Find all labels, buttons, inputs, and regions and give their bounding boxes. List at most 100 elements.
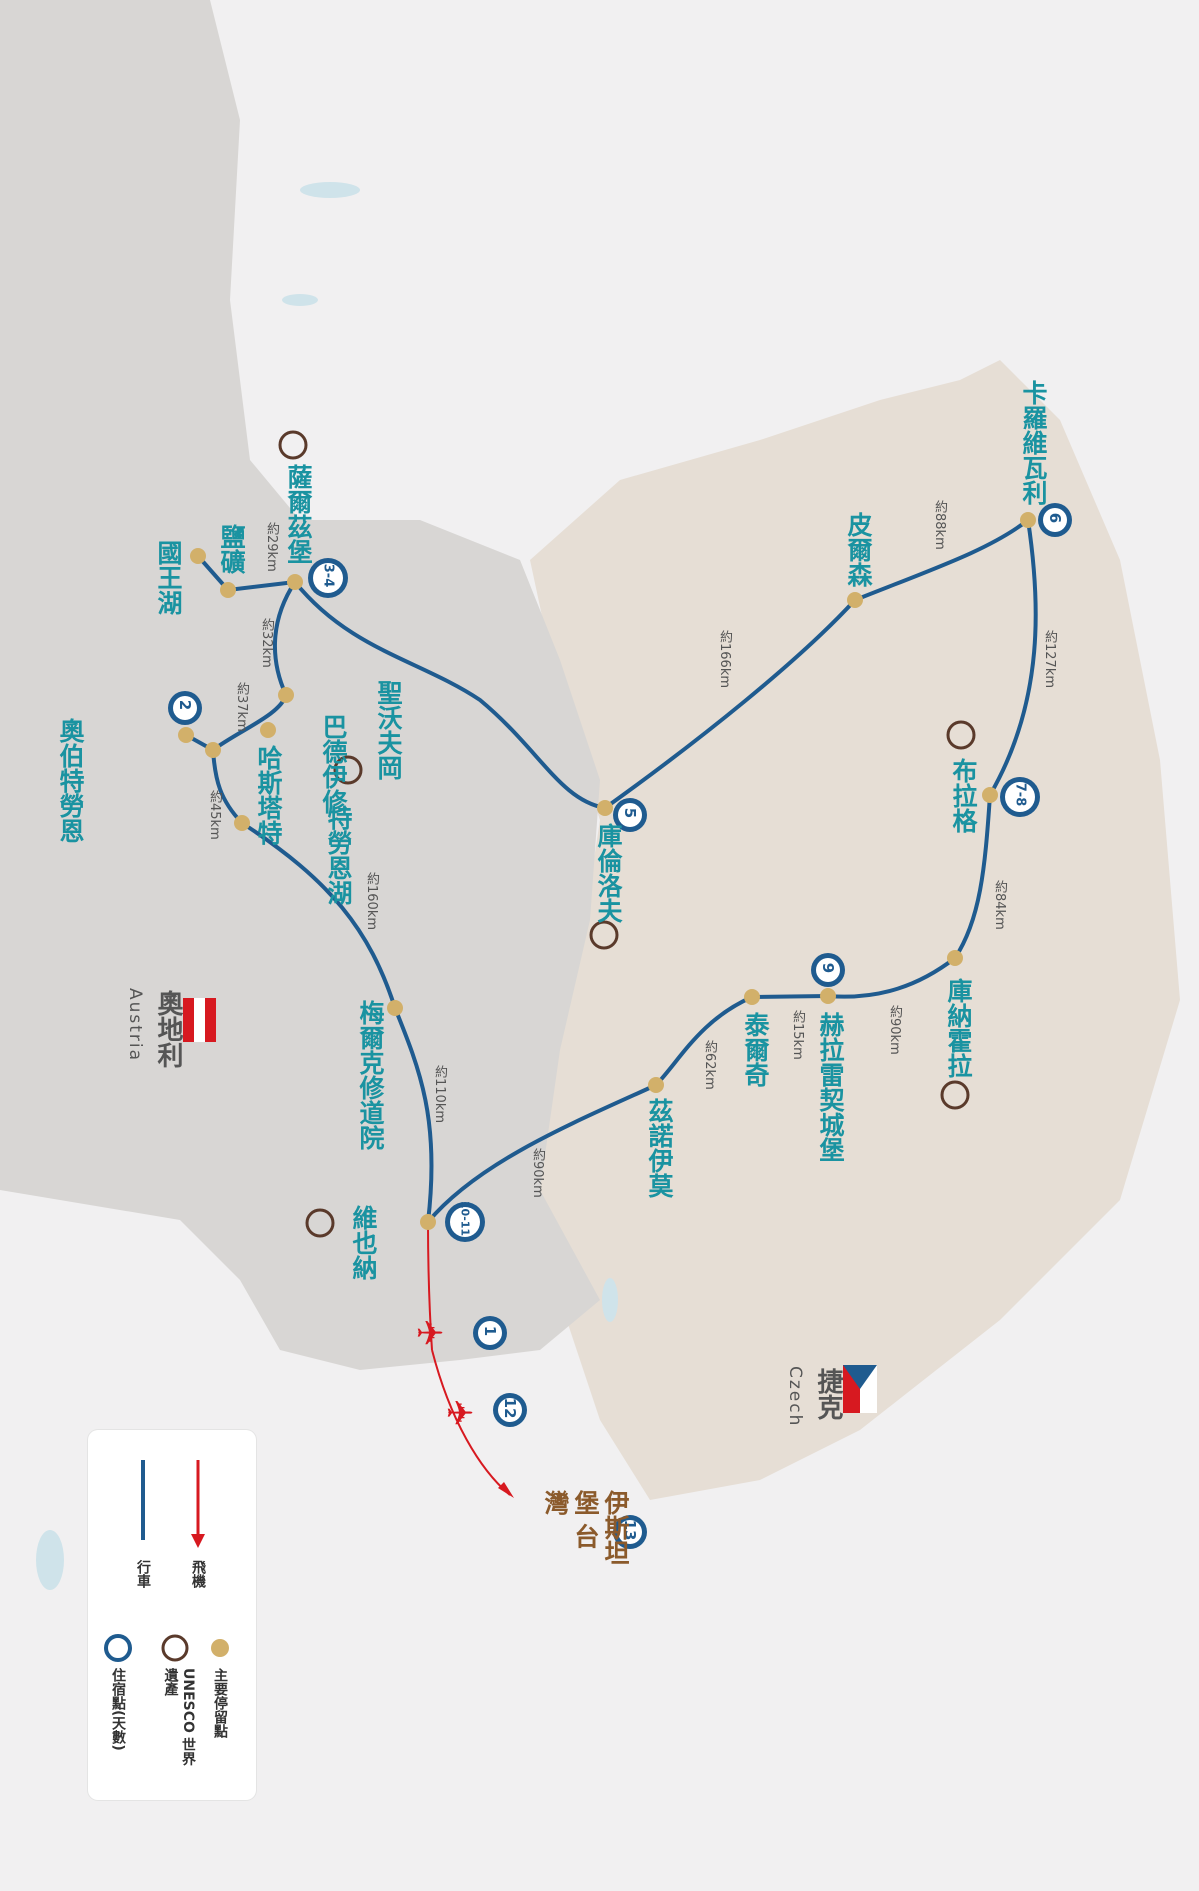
distance-wolfgang-hallstatt: 約37km: [234, 682, 249, 732]
stop-dot-obertraun: [178, 727, 194, 743]
route-salzburg-krumlov: [293, 580, 607, 810]
stop-dot-badischl: [260, 722, 276, 738]
country-austria-name: 奧地利: [153, 990, 183, 1068]
country-austria-en: Austria: [125, 988, 145, 1063]
distance-znojmo-vienna: 約90km: [530, 1148, 545, 1198]
label-prague: 布拉格: [949, 758, 978, 833]
label-znojmo: 茲諾伊莫: [645, 1098, 674, 1198]
flight-return: [431, 1349, 511, 1496]
route-karlovy-prague: [988, 518, 1038, 797]
label-badischl: 巴德伊修: [319, 714, 348, 814]
route-prague-kutna: [953, 793, 992, 960]
legend-flight-arrow: [191, 1534, 205, 1548]
pin-label-9: 9: [819, 962, 837, 974]
pin-label-1: 1: [481, 1325, 499, 1337]
stop-dot-plzen: [847, 592, 863, 608]
stop-dot-znojmo: [648, 1077, 664, 1093]
distance-hallstatt-traunsee: 約45km: [207, 790, 222, 840]
distance-melk-vienna: 約110km: [432, 1065, 447, 1124]
stop-dot-traunsee: [234, 815, 250, 831]
route-traunsee-hallstatt: [211, 748, 244, 825]
legend-unesco-label: UNESCO 世界遺產: [162, 1668, 197, 1766]
unesco-icon-prague: [946, 720, 976, 750]
label-kutna: 庫納霍拉: [944, 978, 973, 1078]
stop-dot-telc: [744, 989, 760, 1005]
distance-karlovy-prague: 約127km: [1042, 630, 1057, 689]
distance-salzburg-wolfgang: 約32km: [259, 618, 274, 668]
flight-vienna-out: [427, 1221, 433, 1351]
distance-traunsee-melk: 約160km: [364, 872, 379, 931]
pin-label-7-8: 7-8: [1012, 782, 1028, 807]
unesco-icon-krumlov: [589, 920, 619, 950]
legend-symbols: [104, 1460, 229, 1662]
legend-unesco-icon: [161, 1634, 189, 1662]
stop-dot-konigssee: [190, 548, 206, 564]
label-vienna: 維也納: [349, 1205, 378, 1280]
plane-icon-1: ✈: [416, 1314, 445, 1354]
label-hluboka: 赫拉雷契城堡: [816, 1012, 845, 1162]
stop-dot-vienna: [420, 1214, 436, 1230]
label-obertraun: 奧伯特勞恩: [56, 718, 85, 843]
label-telc: 泰爾奇: [741, 1012, 770, 1087]
stop-dot-hluboka: [820, 988, 836, 1004]
legend-bus-label: 行車: [135, 1560, 151, 1588]
stop-dot-prague: [982, 787, 998, 803]
route-kutna-hluboka: [826, 956, 957, 999]
distance-karlovy-plzen: 約88km: [932, 500, 947, 550]
label-melk: 梅爾克修道院: [356, 1000, 385, 1150]
legend-stay-label: 住宿點(天數): [110, 1668, 126, 1751]
label-traunsee: 特勞恩湖: [324, 805, 353, 905]
distance-hluboka-telc: 約15km: [790, 1010, 805, 1060]
plane-icon-2: ✈: [446, 1394, 475, 1434]
pin-label-2: 2: [176, 699, 194, 711]
czech-land: [520, 360, 1180, 1500]
pin-label-10-11: 10-11: [458, 1200, 472, 1237]
label-taipei: 伊斯坦堡 台灣: [541, 1490, 630, 1565]
stop-dot-salzburg: [287, 574, 303, 590]
label-plzen: 皮爾森: [844, 512, 873, 587]
label-saltmine: 鹽礦: [217, 524, 246, 574]
country-czech-name: 捷克: [813, 1368, 843, 1420]
pin-label-6: 6: [1046, 512, 1064, 524]
country-czech-en: Czech: [785, 1366, 805, 1428]
label-salzburg: 薩爾茲堡: [284, 464, 313, 564]
austria-land: [0, 0, 600, 1370]
route-telc-znojmo: [654, 995, 754, 1087]
route-krumlov-plzen: [603, 598, 857, 810]
czech-flag-icon: [843, 1365, 877, 1413]
route-plzen-karlovy: [853, 518, 1030, 602]
distance-kutna-hluboka: 約90km: [887, 1005, 902, 1055]
flight-arrowhead: [498, 1482, 514, 1498]
stop-dot-melk: [387, 1000, 403, 1016]
unesco-icon-hallstatt: [333, 755, 363, 785]
pin-label-12: 12: [501, 1397, 519, 1419]
legend-stay-icon: [104, 1634, 132, 1662]
route-hluboka-telc: [750, 994, 830, 999]
label-hallstatt: 哈斯塔特: [254, 745, 283, 845]
label-konigssee: 國王湖: [154, 540, 183, 615]
stop-dot-hallstatt: [205, 742, 221, 758]
distance-prague-kutna: 約84km: [992, 880, 1007, 930]
distance-krumlov-plzen: 約166km: [717, 630, 732, 689]
stop-dot-wolfgang: [278, 687, 294, 703]
austria-flag-icon: [183, 998, 216, 1042]
legend-flight-label: 飛機: [190, 1560, 206, 1588]
stop-dot-krumlov: [597, 800, 613, 816]
legend-box: 主要停留點 UNESCO 世界遺產 住宿點(天數) 飛機 行車: [88, 1430, 256, 1800]
distance-salzburg-saltmine: 約29km: [264, 522, 279, 572]
unesco-icon-kutna: [940, 1080, 970, 1110]
label-wolfgang: 聖沃夫岡: [374, 680, 403, 780]
unesco-icon-vienna: [305, 1208, 335, 1238]
label-krumlov: 庫倫洛夫: [594, 823, 623, 923]
legend-stop-icon: [211, 1639, 229, 1657]
stop-dot-kutna: [947, 950, 963, 966]
stop-dot-saltmine: [220, 582, 236, 598]
route-melk-traunsee: [240, 821, 397, 1010]
legend-stop-label: 主要停留點: [212, 1668, 228, 1738]
route-vienna-melk: [393, 1006, 434, 1224]
unesco-icon-salzburg: [278, 430, 308, 460]
stop-dot-karlovy: [1020, 512, 1036, 528]
route-znojmo-vienna: [426, 1083, 658, 1224]
label-karlovy: 卡羅維瓦利: [1019, 380, 1048, 505]
pin-label-3-4: 3-4: [320, 563, 336, 588]
